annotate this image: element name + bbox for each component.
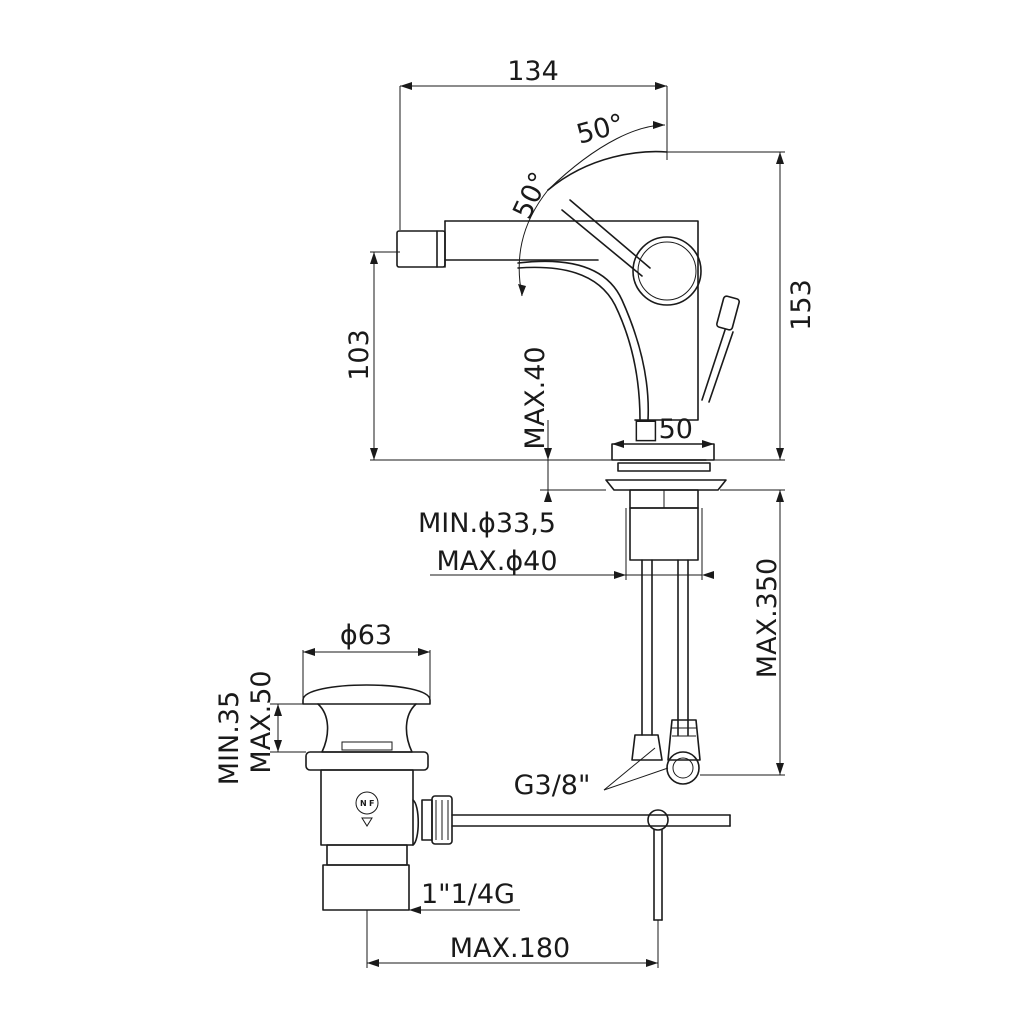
label-max-length: MAX.350	[752, 558, 783, 678]
mixer-body	[396, 150, 740, 785]
label-base-square: □50	[633, 414, 693, 445]
label-connection: G3/8"	[514, 770, 591, 801]
label-max-deck: MAX.40	[520, 346, 551, 449]
badge-left: N	[360, 799, 367, 808]
label-angle-upper: 50°	[573, 108, 627, 150]
waste-assembly: N F	[302, 684, 731, 921]
label-waste-diameter: ϕ63	[340, 620, 392, 651]
label-waste-min: MIN.35	[214, 691, 245, 785]
label-angle-lower: 50°	[507, 167, 555, 223]
dimension-labels: 134 50° 50° 153 103 MAX.40 □50 MIN.ϕ33,5…	[214, 56, 817, 964]
label-spout-height: 103	[344, 329, 375, 381]
nf-badge-icon	[355, 791, 379, 815]
label-width-total: 134	[507, 56, 559, 87]
label-waste-max: MAX.50	[246, 670, 277, 773]
dimension-lines	[270, 82, 785, 968]
label-max-distance: MAX.180	[450, 933, 570, 964]
label-min-hole: MIN.ϕ33,5	[418, 508, 556, 539]
badge-right: F	[369, 799, 374, 808]
label-max-hole: MAX.ϕ40	[436, 546, 557, 577]
label-height-total: 153	[786, 279, 817, 331]
label-waste-thread: 1"1/4G	[421, 879, 515, 910]
triangle-icon	[361, 817, 373, 827]
